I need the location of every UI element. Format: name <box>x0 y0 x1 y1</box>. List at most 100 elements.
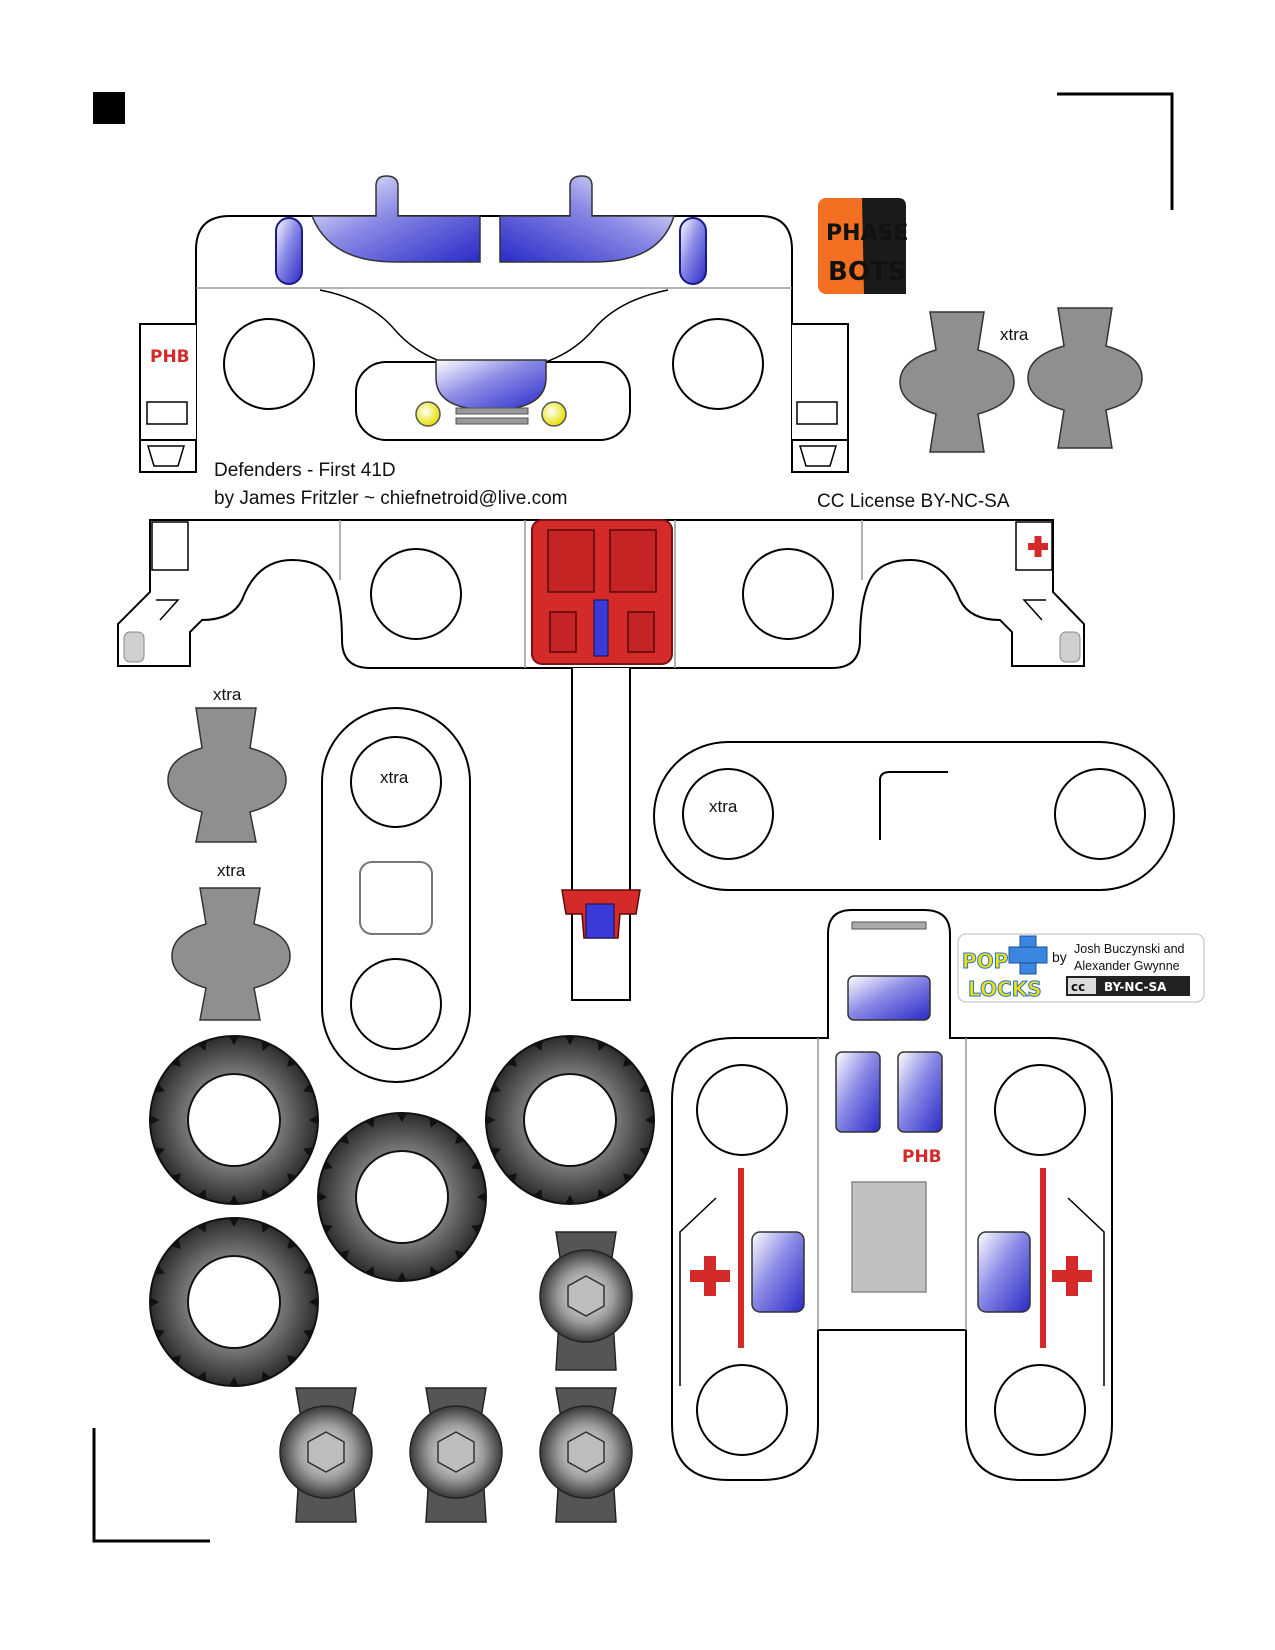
tire <box>317 1112 487 1282</box>
tire-tread-notch <box>507 1057 517 1067</box>
phb-mark-top: PHB <box>150 347 190 367</box>
svg-text:cc: cc <box>1071 980 1085 994</box>
tire-tread-notch <box>261 1040 271 1051</box>
xtra-label: xtra <box>380 768 409 787</box>
tire-tread-notch <box>228 1218 240 1227</box>
tire-tread-notch <box>455 1250 465 1260</box>
svg-text:Josh Buczynski and: Josh Buczynski and <box>1074 942 1185 956</box>
red-cross-left <box>690 1256 730 1296</box>
credits-author: by James Fritzler ~ chiefnetroid@live.co… <box>214 488 568 509</box>
vertical-tab <box>571 668 631 1001</box>
svg-text:PHASE: PHASE <box>826 221 908 246</box>
poplocks-logo: POP LOCKS by Josh Buczynski and Alexande… <box>957 933 1205 1003</box>
side-window-left <box>751 1231 805 1313</box>
tire-tread-notch <box>228 1377 240 1386</box>
window-top <box>847 975 931 1021</box>
tire-tread-notch <box>429 1117 439 1128</box>
tire-tread-notch <box>228 1195 240 1204</box>
tire-tread-notch <box>597 1040 607 1051</box>
tire <box>485 1035 655 1205</box>
phasebots-logo: PHASE BOTS <box>818 198 908 294</box>
svg-text:BY-NC-SA: BY-NC-SA <box>1104 980 1167 994</box>
connector-left-a <box>167 707 287 843</box>
tire-tread-notch <box>150 1296 159 1308</box>
red-stripe-right <box>1040 1168 1046 1348</box>
red-door-panel <box>531 519 673 665</box>
tire-tread-notch <box>471 1160 482 1170</box>
svg-text:by: by <box>1052 949 1067 965</box>
side-window-right <box>977 1231 1031 1313</box>
tire-tread-notch <box>471 1224 482 1234</box>
tire-tread-notch <box>261 1371 271 1382</box>
tire-tread-notch <box>287 1239 297 1249</box>
tire-tread-notch <box>564 1036 576 1045</box>
tire-tread-notch <box>171 1173 181 1183</box>
tire-tread-notch <box>197 1222 207 1233</box>
corner-mark-bottom-left <box>92 1428 210 1543</box>
tire-tread-notch <box>171 1057 181 1067</box>
phb-mark-torso: PHB <box>902 1147 942 1167</box>
tire-tread-notch <box>197 1040 207 1051</box>
window-right <box>897 1051 943 1133</box>
torso-piece <box>671 909 1113 1481</box>
tire-tread-notch <box>154 1329 165 1339</box>
tire-tread-notch <box>303 1147 314 1157</box>
tire-tread-notch <box>309 1114 318 1126</box>
svg-text:LOCKS: LOCKS <box>968 977 1042 1001</box>
vertical-bar-piece <box>321 707 471 1083</box>
tire-tread-notch <box>171 1355 181 1365</box>
xtra-label: xtra <box>217 861 246 880</box>
tire-tread-notch <box>490 1083 501 1093</box>
mini-emblem <box>561 889 641 939</box>
tire-tread-notch <box>322 1224 333 1234</box>
tire-tread-notch <box>455 1134 465 1144</box>
hood-piece <box>139 175 849 473</box>
tire-tread-notch <box>261 1222 271 1233</box>
tire-tread-notch <box>507 1173 517 1183</box>
connector-top-right-a <box>899 311 1015 453</box>
tire-tread-notch <box>623 1057 633 1067</box>
tire-tread-notch <box>318 1191 327 1203</box>
connector-left-b <box>171 887 291 1021</box>
tire-tread-notch <box>303 1329 314 1339</box>
tire-tread-notch <box>429 1266 439 1277</box>
tire-tread-notch <box>309 1296 318 1308</box>
tire-tread-notch <box>639 1147 650 1157</box>
tire-tread-notch <box>154 1083 165 1093</box>
tire-tread-notch <box>154 1147 165 1157</box>
red-cross-right <box>1052 1256 1092 1296</box>
tire <box>149 1217 319 1387</box>
tire-tread-notch <box>396 1113 408 1122</box>
tire-tread-notch <box>339 1250 349 1260</box>
tire-tread-notch <box>154 1265 165 1275</box>
tire-tread-notch <box>533 1189 543 1200</box>
xtra-label: xtra <box>709 797 738 816</box>
tire-tread-notch <box>287 1355 297 1365</box>
tire-tread-notch <box>645 1114 654 1126</box>
tire <box>149 1035 319 1205</box>
tire-tread-notch <box>197 1371 207 1382</box>
tire-tread-notch <box>365 1117 375 1128</box>
horizontal-bar-piece <box>653 741 1175 891</box>
vent-slot <box>851 921 927 930</box>
tire-tread-notch <box>287 1057 297 1067</box>
hub-connector <box>409 1387 503 1523</box>
tire-tread-notch <box>365 1266 375 1277</box>
tire-tread-notch <box>396 1272 408 1281</box>
tire-tread-notch <box>533 1040 543 1051</box>
svg-text:Alexander Gwynne: Alexander Gwynne <box>1074 959 1180 973</box>
red-stripe-left <box>738 1168 744 1348</box>
tire-tread-notch <box>303 1265 314 1275</box>
tire-tread-notch <box>197 1189 207 1200</box>
hub-connector <box>539 1387 633 1523</box>
registration-square <box>93 92 125 124</box>
tire-tread-notch <box>261 1189 271 1200</box>
red-cross-strip <box>1028 536 1048 557</box>
hub-connector <box>539 1231 633 1371</box>
tire-tread-notch <box>287 1173 297 1183</box>
tire-tread-notch <box>477 1191 486 1203</box>
tire-tread-notch <box>623 1173 633 1183</box>
xtra-label: xtra <box>213 685 242 704</box>
tire-tread-notch <box>228 1036 240 1045</box>
tire-tread-notch <box>303 1083 314 1093</box>
